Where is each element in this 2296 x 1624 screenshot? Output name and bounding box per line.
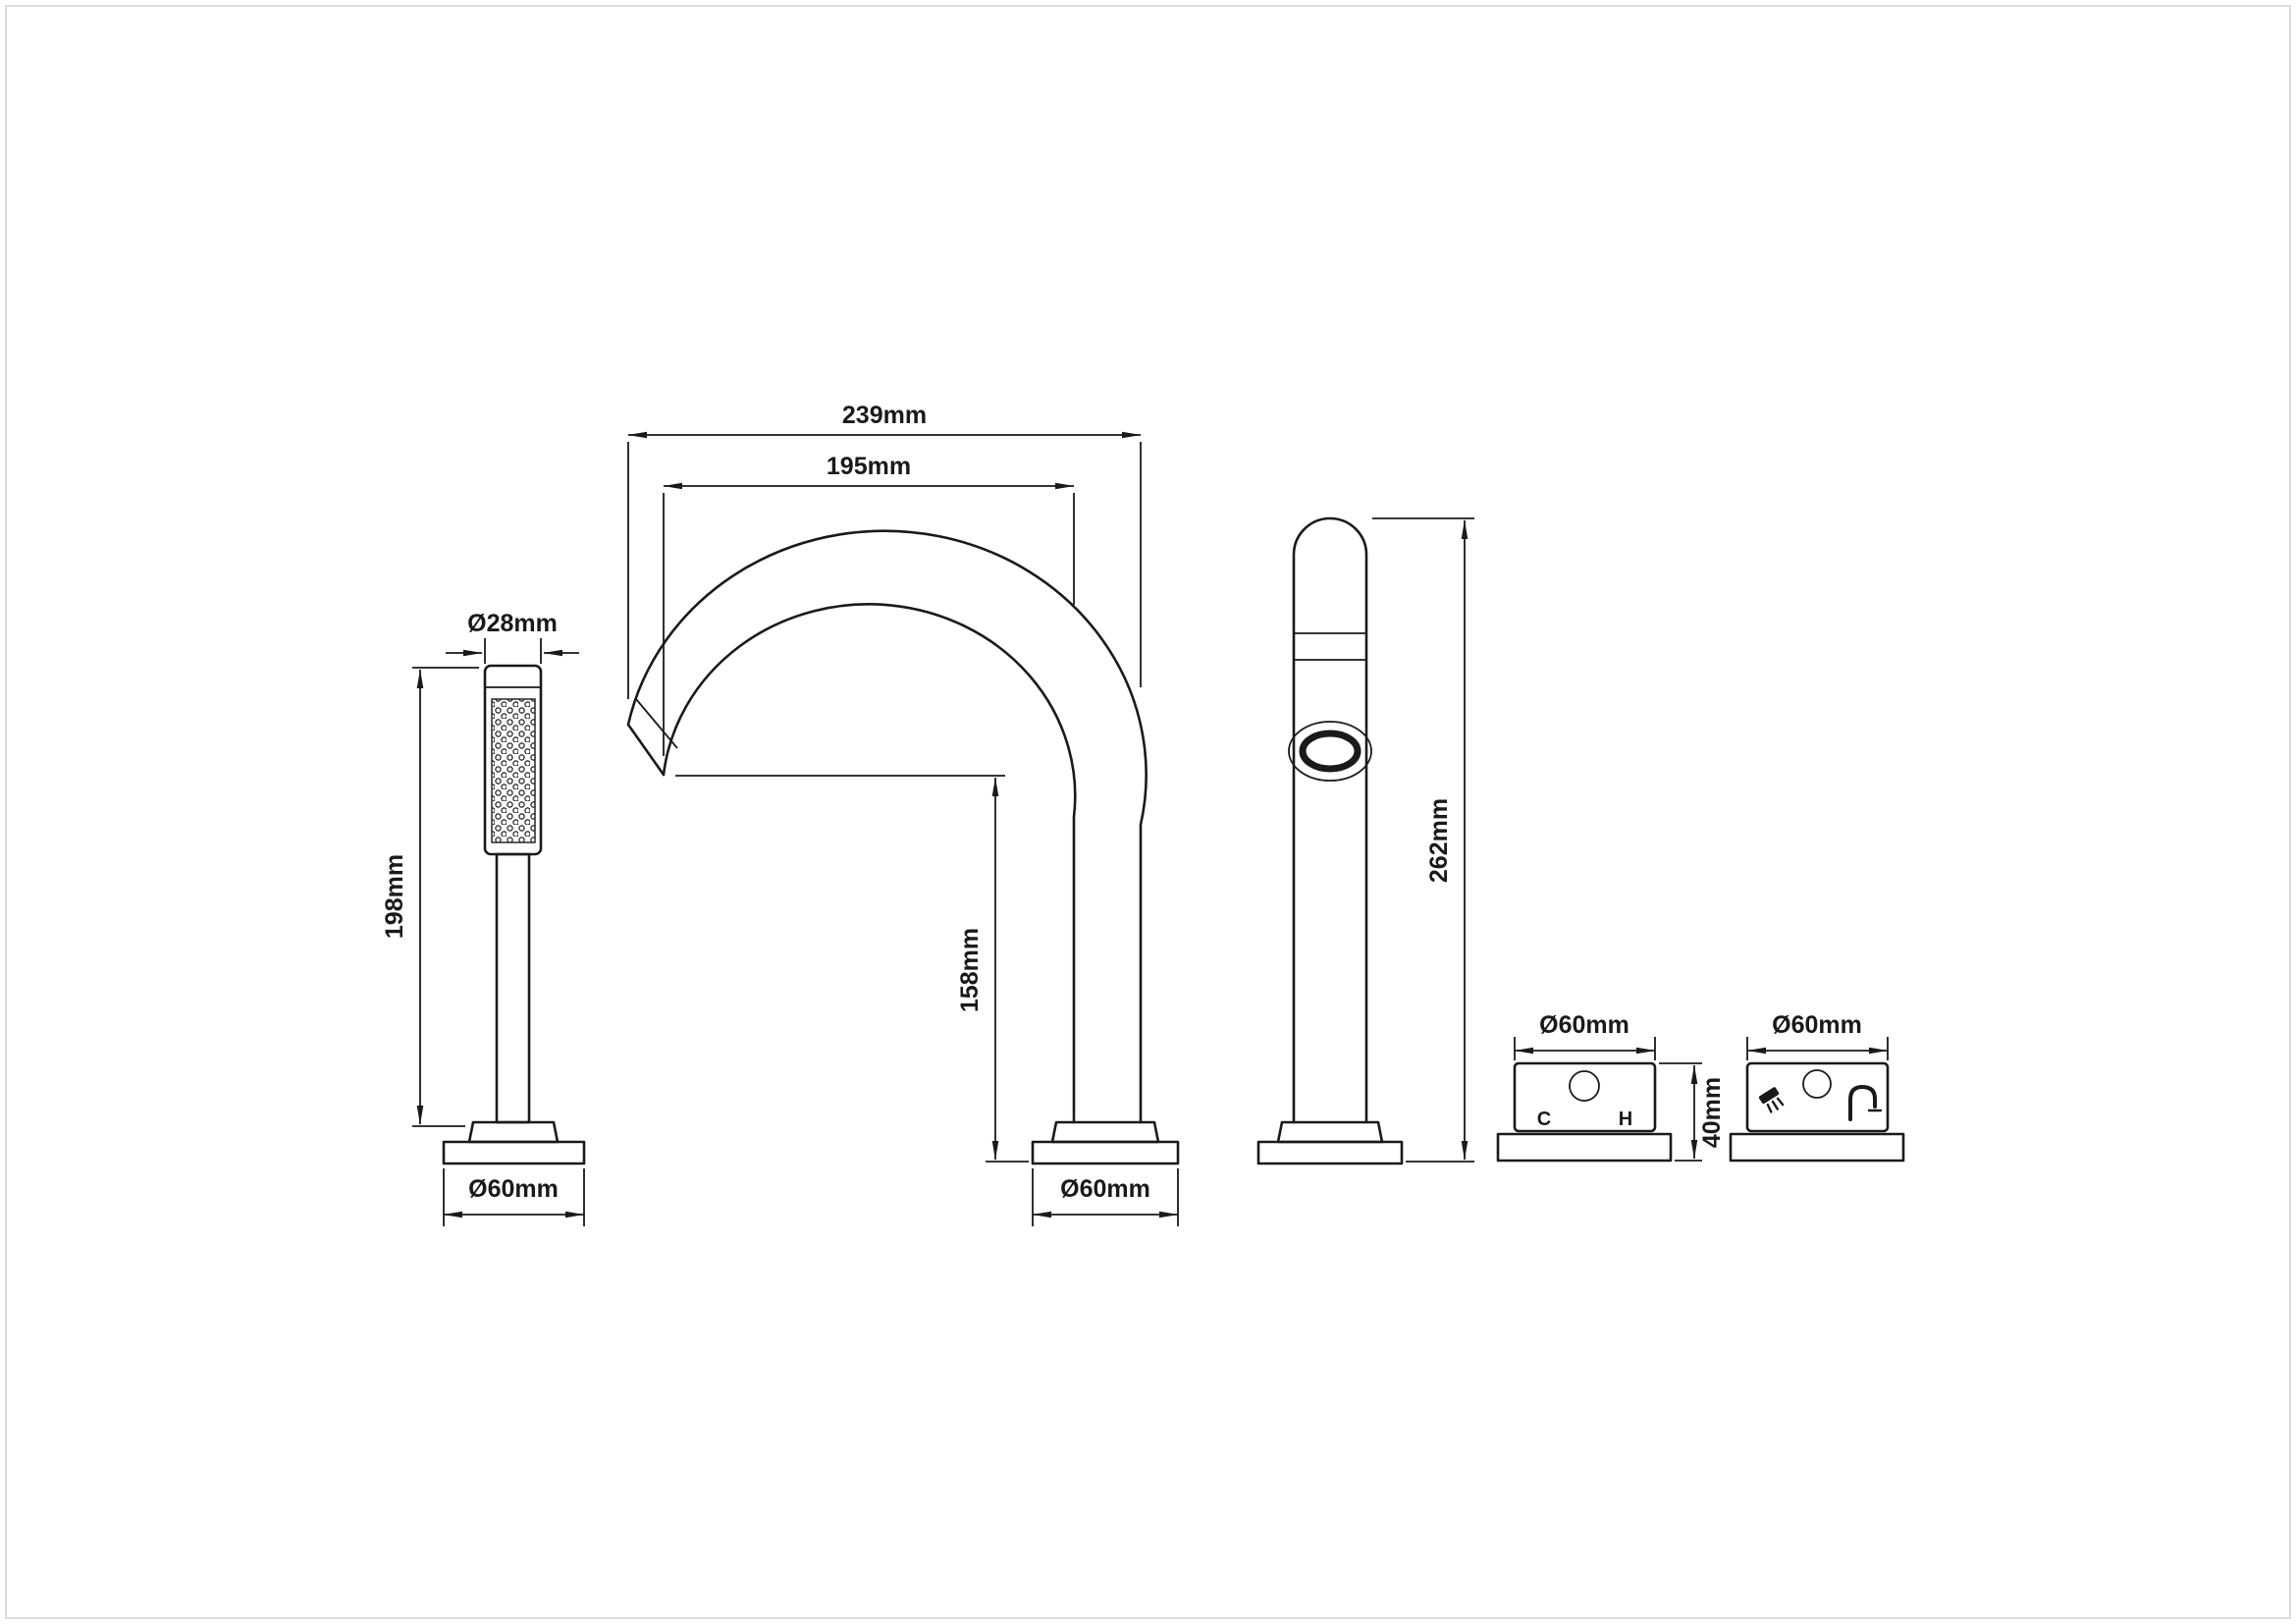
- spout-side-base-plate: [1256, 1140, 1404, 1165]
- spout-reach-label: 195mm: [827, 453, 911, 480]
- hot-label: H: [1619, 1109, 1632, 1130]
- hand-shower-base-diameter-label: Ø60mm: [468, 1175, 559, 1203]
- spout-outer-contour: [626, 529, 1148, 1124]
- diverter-handle-knob: [1802, 1069, 1832, 1099]
- diverter-handle-body: [1745, 1061, 1890, 1133]
- mixer-handle-width-label: Ø60mm: [1539, 1011, 1629, 1039]
- spout-side-base-collar: [1276, 1120, 1384, 1144]
- spout-icon: [1848, 1084, 1883, 1121]
- hand-shower-spray-face: [491, 698, 536, 843]
- diverter-handle-width-label: Ø60mm: [1772, 1011, 1862, 1039]
- hand-shower-height-label: 198mm: [381, 854, 408, 939]
- spout-side-view: 262mm: [1256, 516, 1474, 1165]
- hand-shower-view: Ø28mm 198mm Ø60mm: [381, 610, 586, 1226]
- cold-label: C: [1537, 1109, 1551, 1130]
- spout-front-view: 239mm 195mm 158mm Ø60mm: [626, 402, 1180, 1226]
- spout-outlet-cut: [626, 723, 666, 777]
- spout-side-height-label: 262mm: [1425, 798, 1453, 883]
- spout-side-body: [1292, 516, 1368, 1124]
- spout-icon-curve: [1848, 1084, 1877, 1121]
- spout-overall-width-label: 239mm: [842, 402, 927, 429]
- spout-base-plate: [1031, 1140, 1180, 1165]
- spout-outlet-rim: [635, 698, 678, 749]
- hand-shower-head-diameter-label: Ø28mm: [467, 610, 558, 637]
- mixer-handle-knob: [1569, 1070, 1600, 1102]
- hand-shower-base-collar: [467, 1120, 560, 1144]
- shower-icon: [1758, 1087, 1785, 1113]
- mixer-handle-base-plate: [1496, 1132, 1673, 1163]
- spout-base-collar: [1050, 1120, 1160, 1144]
- hand-shower-handle: [495, 852, 531, 1124]
- hand-shower-base-plate: [442, 1140, 586, 1165]
- diverter-handle-base-plate: [1729, 1132, 1905, 1163]
- spout-side-outlet-ring: [1299, 730, 1362, 773]
- mixer-handle-height-label: 40mm: [1698, 1077, 1726, 1148]
- spout-outlet-height-label: 158mm: [956, 928, 984, 1012]
- diverter-handle-view: Ø60mm: [1729, 1011, 1905, 1163]
- mixer-handle-body: [1513, 1061, 1657, 1133]
- spout-inner-contour: [662, 603, 1077, 1124]
- spout-base-diameter-label: Ø60mm: [1060, 1175, 1150, 1203]
- mixer-handle-view: Ø60mm C H 40mm: [1496, 1011, 1726, 1163]
- spout-side-outlet-outer: [1288, 721, 1372, 782]
